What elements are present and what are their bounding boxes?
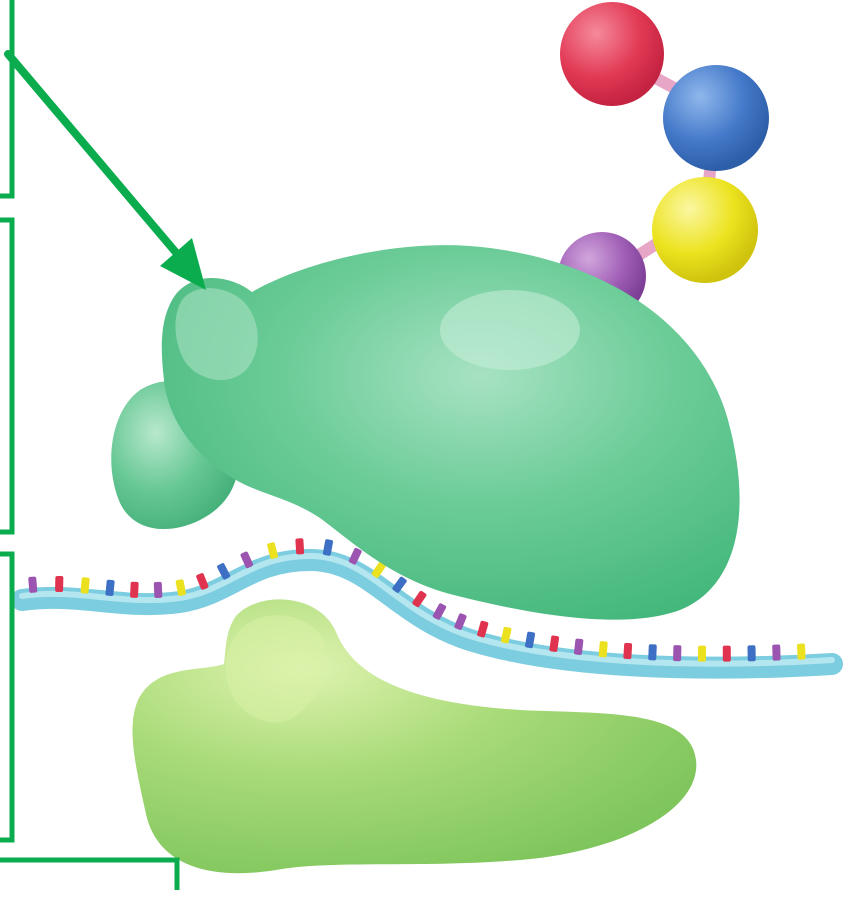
nucleotide-base bbox=[28, 576, 37, 593]
amino-acid-red bbox=[560, 2, 664, 106]
nucleotide-base bbox=[673, 645, 681, 661]
nucleotide-base bbox=[130, 582, 139, 598]
label-box-bottom bbox=[0, 858, 178, 918]
nucleotide-base bbox=[747, 645, 755, 661]
nucleotide-base bbox=[648, 644, 657, 660]
ribosome-large-subunit-icon bbox=[111, 245, 739, 620]
nucleotide-base bbox=[797, 643, 806, 659]
polypeptide-chain-icon bbox=[558, 2, 769, 320]
nucleotide-base bbox=[295, 538, 304, 554]
amino-acid-yellow bbox=[652, 177, 758, 283]
label-box-middle bbox=[0, 218, 12, 532]
nucleotide-base bbox=[154, 582, 163, 598]
ribosome-diagram bbox=[0, 0, 850, 890]
nucleotide-base bbox=[772, 644, 781, 660]
nucleotide-base bbox=[599, 641, 608, 658]
nucleotide-base bbox=[105, 580, 114, 597]
amino-acid-blue bbox=[663, 65, 769, 171]
arrow-icon bbox=[8, 54, 206, 290]
nucleotide-base bbox=[623, 643, 632, 659]
nucleotide-base bbox=[55, 576, 63, 592]
illustration bbox=[0, 0, 850, 890]
nucleotide-base bbox=[698, 646, 706, 662]
label-box-lower bbox=[0, 552, 12, 842]
label-box-top bbox=[0, 0, 12, 198]
nucleotide-base bbox=[723, 646, 731, 662]
ribosome-small-subunit-icon bbox=[133, 599, 697, 873]
nucleotide-base bbox=[80, 577, 89, 594]
